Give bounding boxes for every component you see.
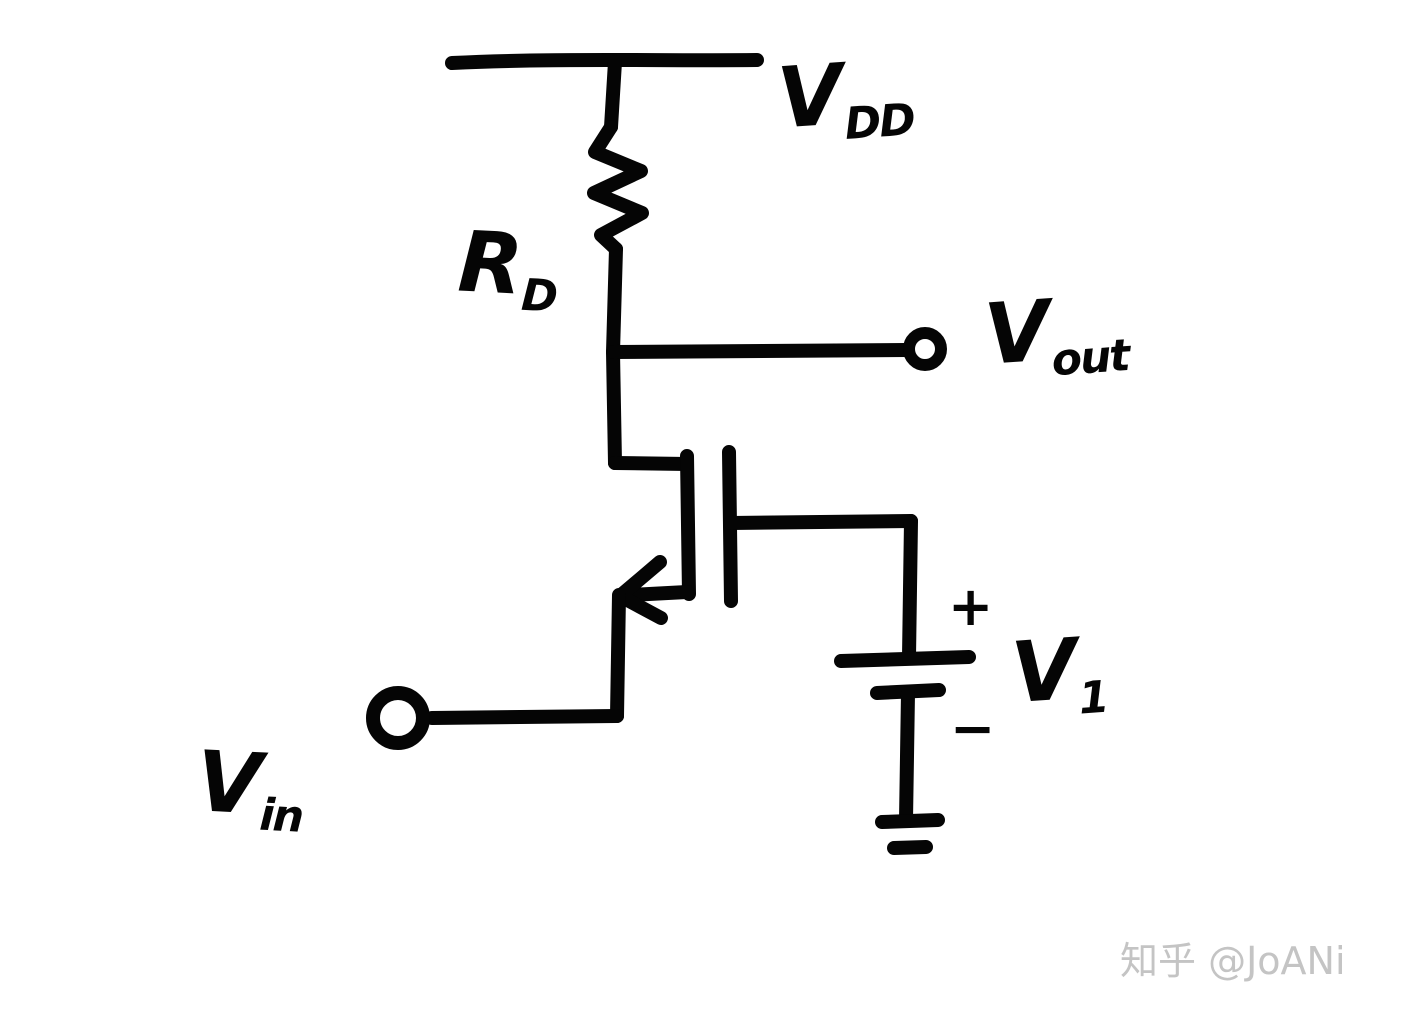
label-vdd-main: V	[774, 45, 847, 148]
label-vout: Vout	[981, 281, 1130, 388]
ground-line-2	[887, 840, 933, 855]
output-terminal	[903, 327, 947, 371]
node-to-drain-wire	[606, 345, 622, 470]
battery-plus-sign: +	[948, 575, 994, 638]
label-rd: RD	[456, 212, 560, 322]
mosfet-drain-jog	[608, 456, 694, 471]
label-vdd-sub: DD	[842, 94, 916, 151]
label-rd-main: R	[455, 212, 526, 314]
ground-line-1	[875, 813, 945, 829]
label-v1: V1	[1008, 620, 1110, 726]
label-v1-sub: 1	[1076, 671, 1110, 725]
label-vout-main: V	[981, 281, 1054, 384]
input-terminal	[366, 686, 430, 750]
source-down-wire	[610, 588, 626, 723]
resistor-to-node-wire	[606, 242, 623, 359]
input-wire	[425, 709, 624, 725]
gate-wire	[724, 514, 918, 530]
mosfet-source-line	[623, 585, 694, 602]
label-rd-sub: D	[520, 269, 558, 323]
label-vin-main: V	[193, 732, 264, 834]
label-v1-main: V	[1008, 619, 1081, 723]
vdd-rail-line	[445, 53, 764, 70]
battery-to-ground-wire	[899, 686, 915, 827]
vdd-to-resistor-wire	[604, 55, 622, 134]
resistor-symbol	[587, 120, 649, 256]
label-vin-sub: in	[258, 789, 304, 843]
watermark-text: 知乎 @JoANi	[1120, 939, 1346, 983]
label-vdd: VDD	[774, 45, 916, 151]
output-wire	[607, 343, 913, 359]
mosfet-channel-bar	[680, 449, 696, 601]
battery-minus-sign: −	[950, 697, 996, 760]
battery-plate-long	[834, 650, 976, 668]
label-vin: Vin	[194, 732, 306, 842]
gate-to-battery-wire	[902, 514, 918, 664]
label-vout-sub: out	[1049, 330, 1130, 387]
